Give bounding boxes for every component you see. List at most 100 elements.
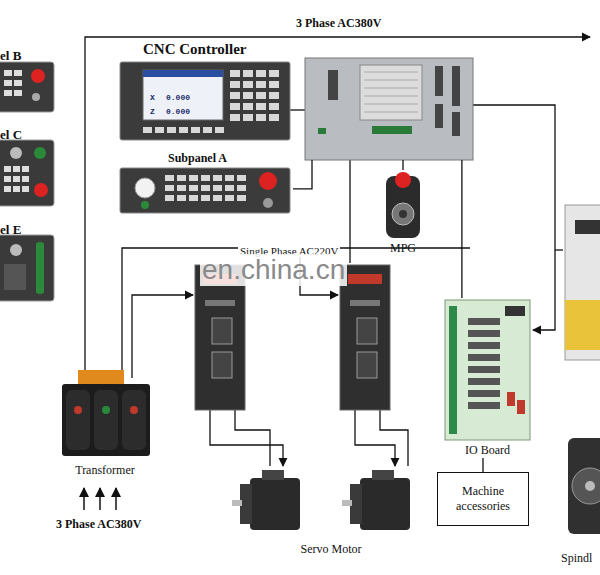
supply-label: 3 Phase AC380V (296, 16, 381, 31)
label-slot: el C (0, 125, 22, 143)
io-board-picture (468, 318, 500, 325)
servo-motor-picture (232, 470, 410, 530)
io-board-picture (468, 366, 500, 373)
subpanel-picture (31, 69, 45, 83)
axis-value: 0.000 (166, 93, 190, 102)
supply-label: 3 Phase AC380V (56, 517, 141, 532)
handwheel-picture (386, 172, 420, 238)
servo-motor-picture (262, 470, 284, 480)
transformer-picture (66, 390, 90, 450)
input-arrow (83, 488, 85, 510)
controller-rear-picture (435, 104, 443, 128)
io-board-picture (468, 354, 500, 361)
controller-picture (243, 92, 253, 99)
node-title: Servo Motor (301, 542, 362, 557)
signal-wire (482, 458, 483, 472)
subpanel-picture (4, 70, 12, 76)
subpanel-picture (22, 176, 29, 182)
servo-drive-picture (195, 265, 390, 410)
controller-picture (143, 70, 279, 133)
node-title: IO Board (465, 443, 510, 458)
subpanel-picture (14, 80, 22, 86)
io-board-picture (507, 392, 515, 406)
label-slot: 0.000 (166, 86, 190, 104)
controller-picture (230, 81, 240, 88)
subpanel-picture (177, 185, 186, 191)
controller-picture (191, 127, 200, 133)
subpanel-picture (225, 175, 234, 181)
axis-value: 0.000 (166, 107, 190, 116)
servo-motor-picture (232, 500, 242, 506)
controller-picture (203, 127, 212, 133)
subpanel-picture (189, 195, 198, 201)
controller-rear-picture (452, 66, 460, 106)
subpanel-picture (225, 185, 234, 191)
subpanel-picture (4, 166, 11, 172)
transformer-picture (78, 370, 124, 384)
input-arrow (84, 488, 116, 510)
subpanel-picture (13, 166, 20, 172)
controller-picture (143, 127, 152, 133)
controller-picture (269, 114, 279, 121)
controller-picture (243, 114, 253, 121)
power-wire (235, 410, 270, 466)
label-slot: 0.000 (166, 100, 190, 118)
controller-picture (179, 127, 188, 133)
subpanel-picture (259, 172, 277, 190)
label-slot: 3 Phase AC380V (296, 13, 381, 31)
controller-picture (230, 70, 240, 77)
label-slot: el E (0, 220, 21, 238)
handwheel-picture (395, 172, 411, 188)
subpanel-picture (10, 244, 22, 256)
controller-picture (256, 103, 266, 110)
axis-label: Z (150, 107, 155, 116)
inverter-picture (565, 205, 600, 360)
controller-picture (230, 103, 240, 110)
power-wire (210, 410, 283, 466)
handwheel-unit: MPG (374, 170, 432, 256)
subpanel-picture (13, 176, 20, 182)
io-board-picture (468, 378, 500, 385)
subpanel-picture (213, 195, 222, 201)
subpanel-picture (189, 185, 198, 191)
subpanel-picture (237, 175, 246, 181)
controller-picture (230, 92, 240, 99)
input-arrow (99, 488, 101, 510)
io-board-picture (468, 330, 500, 337)
input-arrow (115, 488, 117, 510)
subpanel-picture (0, 235, 54, 301)
power-wire (355, 410, 395, 466)
controller-picture (269, 70, 279, 77)
label-slot: el B (0, 46, 21, 64)
power-wire (555, 249, 563, 250)
controller-picture (230, 114, 240, 121)
subpanel-picture (120, 168, 290, 213)
subpanel-picture (4, 176, 11, 182)
panel-label: el B (0, 48, 21, 64)
controller-picture (143, 70, 223, 77)
node-title: Transformer (75, 463, 135, 478)
power-wire (132, 295, 193, 378)
subpanel-picture (4, 264, 26, 290)
subpanel-picture (0, 140, 54, 206)
transformer-unit: Transformer (55, 368, 155, 478)
label-slot: en.china.cn (200, 254, 347, 286)
node-title: CNC Controller (143, 41, 246, 58)
controller-picture (143, 70, 223, 120)
io-board-picture (505, 306, 525, 316)
subpanel-picture (10, 147, 22, 159)
subpanel-picture (135, 178, 155, 198)
transformer-picture (62, 384, 150, 456)
watermark: en.china.cn (200, 254, 347, 286)
power-wire (380, 410, 408, 466)
label-slot: Z (150, 100, 155, 118)
power-wire (349, 160, 350, 263)
inverter-picture (575, 220, 600, 234)
subpanel-picture (237, 185, 246, 191)
subpanel-picture (34, 147, 46, 159)
signal-wire (461, 160, 462, 298)
subpanel-picture (32, 93, 40, 101)
servo-drive-picture (205, 300, 235, 306)
subpanel-picture (237, 195, 246, 201)
